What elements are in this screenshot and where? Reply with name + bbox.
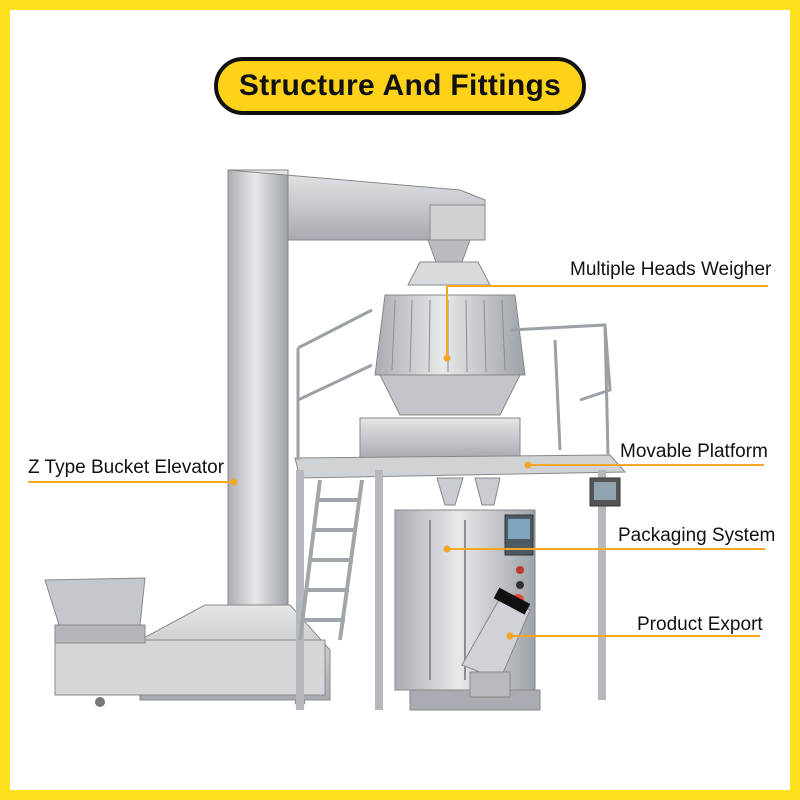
label-z-type-bucket-elevator: Z Type Bucket Elevator — [28, 457, 225, 478]
multihead-weigher — [374, 261, 526, 416]
bucket-elevator — [44, 169, 486, 707]
page-title: Structure And Fittings — [214, 57, 586, 115]
label-movable-platform: Movable Platform — [620, 441, 768, 462]
label-multiple-heads-weigher: Multiple Heads Weigher — [570, 259, 772, 280]
label-packaging-system: Packaging System — [618, 525, 776, 546]
output-conveyor — [461, 587, 531, 698]
platform — [294, 308, 627, 710]
label-product-export: Product Export — [637, 614, 763, 635]
